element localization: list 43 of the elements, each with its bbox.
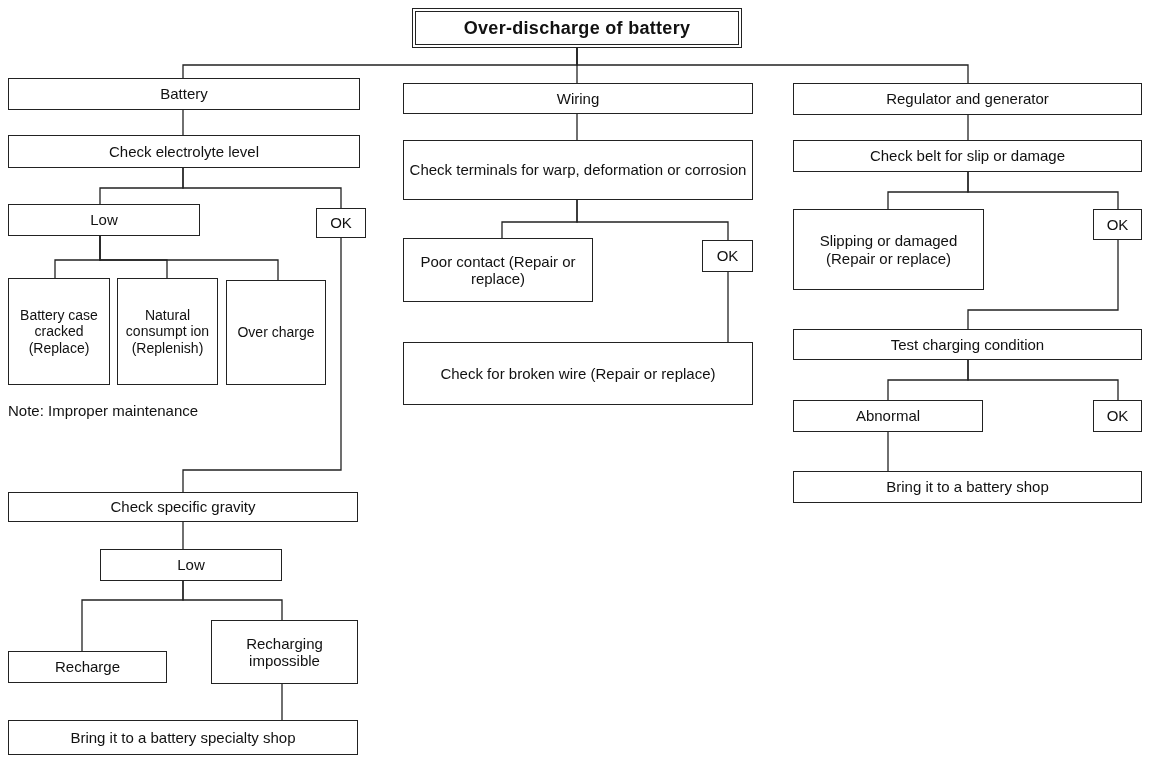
connector-line [967, 239, 1119, 330]
process-box: Poor contact (Repair or replace) [403, 238, 593, 302]
process-box: Over charge [226, 280, 326, 385]
process-box: Abnormal [793, 400, 983, 432]
connector-line [576, 199, 729, 241]
process-box: Battery [8, 78, 360, 110]
process-box: Battery case cracked (Replace) [8, 278, 110, 385]
connector-line [182, 580, 283, 621]
connector-line [887, 431, 889, 472]
process-box: Check belt for slip or damage [793, 140, 1142, 172]
process-box: OK [1093, 400, 1142, 432]
process-box: Check for broken wire (Repair or replace) [403, 342, 753, 405]
process-box: Check specific gravity [8, 492, 358, 522]
connector-line [281, 683, 283, 721]
connector-line [182, 521, 184, 550]
note-text: Note: Improper maintenance [8, 402, 199, 419]
process-box: Check electrolyte level [8, 135, 360, 168]
process-box: Low [100, 549, 282, 581]
process-box: Bring it to a battery shop [793, 471, 1142, 503]
process-box: Natural consumpt ion (Replenish) [117, 278, 218, 385]
process-box: Check terminals for warp, deformation or corrosion [403, 140, 753, 200]
connector-line [967, 359, 1119, 401]
connector-line [182, 167, 342, 209]
connector-line [182, 237, 342, 493]
process-box: Recharge [8, 651, 167, 683]
connector-line [576, 47, 969, 84]
process-box: Bring it to a battery specialty shop [8, 720, 358, 755]
process-box: Wiring [403, 83, 753, 114]
process-box: Recharging impossible [211, 620, 358, 684]
process-box: Slipping or damaged (Repair or replace) [793, 209, 984, 290]
process-box: Low [8, 204, 200, 236]
process-box: OK [702, 240, 753, 272]
process-box: Test charging condition [793, 329, 1142, 360]
process-box: Regulator and generator [793, 83, 1142, 115]
connector-line [99, 235, 279, 281]
connector-line [182, 109, 184, 136]
connector-line [727, 271, 729, 343]
title-box: Over-discharge of battery [412, 8, 742, 48]
connector-line [576, 113, 578, 141]
connector-line [967, 171, 1119, 210]
connector-line [967, 114, 969, 141]
process-box: OK [1093, 209, 1142, 240]
process-box: OK [316, 208, 366, 238]
